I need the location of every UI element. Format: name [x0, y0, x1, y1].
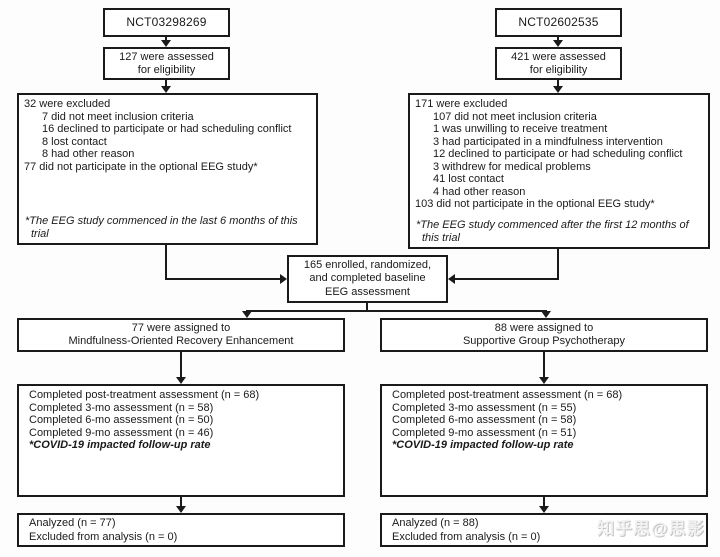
left-assessed-line2: for eligibility: [137, 63, 196, 76]
left-excluded-header: 32 were excluded: [24, 98, 111, 110]
connector-line: [165, 278, 281, 280]
right-analyzed-line: Analyzed (n = 88): [392, 517, 479, 529]
left-excluded-analysis-line: Excluded from analysis (n = 0): [29, 530, 178, 543]
left-assigned-line1: 77 were assigned to: [131, 322, 231, 334]
right-excluded-header: 171 were excluded: [415, 98, 508, 110]
right-excluded-reason: 3 withdrew for medical problems: [433, 160, 591, 173]
right-followup-line: Completed post-treatment assessment (n =…: [392, 389, 623, 401]
left-followup-line: Completed 6-mo assessment (n = 50): [29, 414, 214, 426]
right-excluded-reason: 4 had other reason: [433, 185, 526, 198]
left-assessed-line1: 127 were assessed: [119, 51, 214, 63]
left-excluded-reason: 16 declined to participate or had schedu…: [42, 123, 292, 135]
enrolled-box: 165 enrolled, randomized, and completed …: [287, 255, 448, 303]
arrow-down-icon: [553, 40, 563, 47]
left-analyzed-line: Analyzed (n = 77): [29, 517, 116, 529]
right-excluded-reason: 1 was unwilling to receive treatment: [433, 123, 608, 135]
connector-line: [165, 245, 167, 280]
connector-line: [557, 249, 559, 280]
left-excluded-footer: 77 did not participate in the optional E…: [24, 160, 258, 173]
arrow-right-icon: [280, 274, 287, 284]
right-eeg-note: *The EEG study commenced after the first…: [416, 219, 689, 244]
right-assigned-line1: 88 were assigned to: [494, 322, 594, 334]
watermark: 知乎思@思影: [597, 519, 705, 538]
connector-line: [557, 37, 559, 42]
enrolled-line2: and completed baseline: [309, 272, 426, 285]
right-covid-note: *COVID-19 impacted follow-up rate: [392, 439, 574, 451]
right-excluded-box: 171 were excluded 107 did not meet inclu…: [408, 93, 710, 249]
right-excluded-reason: 3 had participated in a mindfulness inte…: [433, 135, 663, 148]
arrow-down-icon: [541, 311, 551, 318]
left-assigned-line2: Mindfulness-Oriented Recovery Enhancemen…: [68, 335, 294, 347]
connector-line: [543, 352, 545, 379]
right-followup-box: Completed post-treatment assessment (n =…: [380, 384, 708, 497]
connector-line: [165, 37, 167, 42]
connector-line: [180, 352, 182, 379]
left-excluded-reason: 7 did not meet inclusion criteria: [42, 110, 194, 123]
arrow-down-icon: [161, 40, 171, 47]
connector-line: [165, 80, 167, 88]
left-analyzed-box: Analyzed (n = 77) Excluded from analysis…: [17, 513, 345, 547]
enrolled-line3: EEG assessment: [325, 285, 410, 298]
arrow-down-icon: [539, 506, 549, 513]
left-covid-note: *COVID-19 impacted follow-up rate: [29, 439, 211, 451]
right-assigned-box: 88 were assigned to Supportive Group Psy…: [380, 318, 708, 352]
left-followup-line: Completed 3-mo assessment (n = 58): [29, 401, 214, 414]
right-excluded-analysis-line: Excluded from analysis (n = 0): [392, 530, 541, 543]
connector-line: [557, 80, 559, 88]
right-assigned-line2: Supportive Group Psychotherapy: [462, 335, 626, 347]
connector-line: [455, 278, 559, 280]
right-analyzed-box: Analyzed (n = 88) Excluded from analysis…: [380, 513, 708, 547]
right-excluded-footer: 103 did not participate in the optional …: [415, 198, 655, 210]
arrow-down-icon: [242, 311, 252, 318]
left-followup-line: Completed post-treatment assessment (n =…: [29, 389, 260, 401]
arrow-down-icon: [176, 506, 186, 513]
connector-line: [543, 497, 545, 508]
left-excluded-box: 32 were excluded 7 did not meet inclusio…: [17, 93, 318, 245]
arrow-left-icon: [448, 274, 455, 284]
left-followup-box: Completed post-treatment assessment (n =…: [17, 384, 345, 497]
arrow-down-icon: [161, 86, 171, 93]
left-followup-line: Completed 9-mo assessment (n = 46): [29, 426, 214, 439]
connector-line: [246, 310, 547, 312]
left-trial-id-box: NCT03298269: [103, 8, 230, 37]
enrolled-line1: 165 enrolled, randomized,: [303, 258, 432, 271]
left-assessed-box: 127 were assessed for eligibility: [103, 47, 230, 80]
right-assessed-box: 421 were assessed for eligibility: [495, 47, 622, 80]
right-followup-line: Completed 3-mo assessment (n = 55): [392, 401, 577, 414]
right-excluded-reason: 107 did not meet inclusion criteria: [433, 110, 597, 123]
right-trial-id: NCT02602535: [518, 15, 599, 30]
arrow-down-icon: [176, 377, 186, 384]
left-excluded-reason: 8 lost contact: [42, 135, 107, 148]
right-followup-line: Completed 9-mo assessment (n = 51): [392, 426, 577, 439]
right-followup-line: Completed 6-mo assessment (n = 58): [392, 414, 577, 426]
arrow-down-icon: [539, 377, 549, 384]
left-assigned-box: 77 were assigned to Mindfulness-Oriented…: [17, 318, 345, 352]
right-trial-id-box: NCT02602535: [495, 8, 622, 37]
right-assessed-line2: for eligibility: [529, 63, 588, 76]
left-eeg-note: *The EEG study commenced in the last 6 m…: [25, 215, 298, 240]
arrow-down-icon: [553, 86, 563, 93]
right-excluded-reason: 41 lost contact: [433, 173, 504, 185]
right-excluded-reason: 12 declined to participate or had schedu…: [433, 148, 683, 160]
connector-line: [180, 497, 182, 508]
left-trial-id: NCT03298269: [126, 15, 207, 30]
right-assessed-line1: 421 were assessed: [511, 51, 606, 63]
left-excluded-reason: 8 had other reason: [42, 148, 135, 160]
connector-line: [366, 303, 368, 312]
